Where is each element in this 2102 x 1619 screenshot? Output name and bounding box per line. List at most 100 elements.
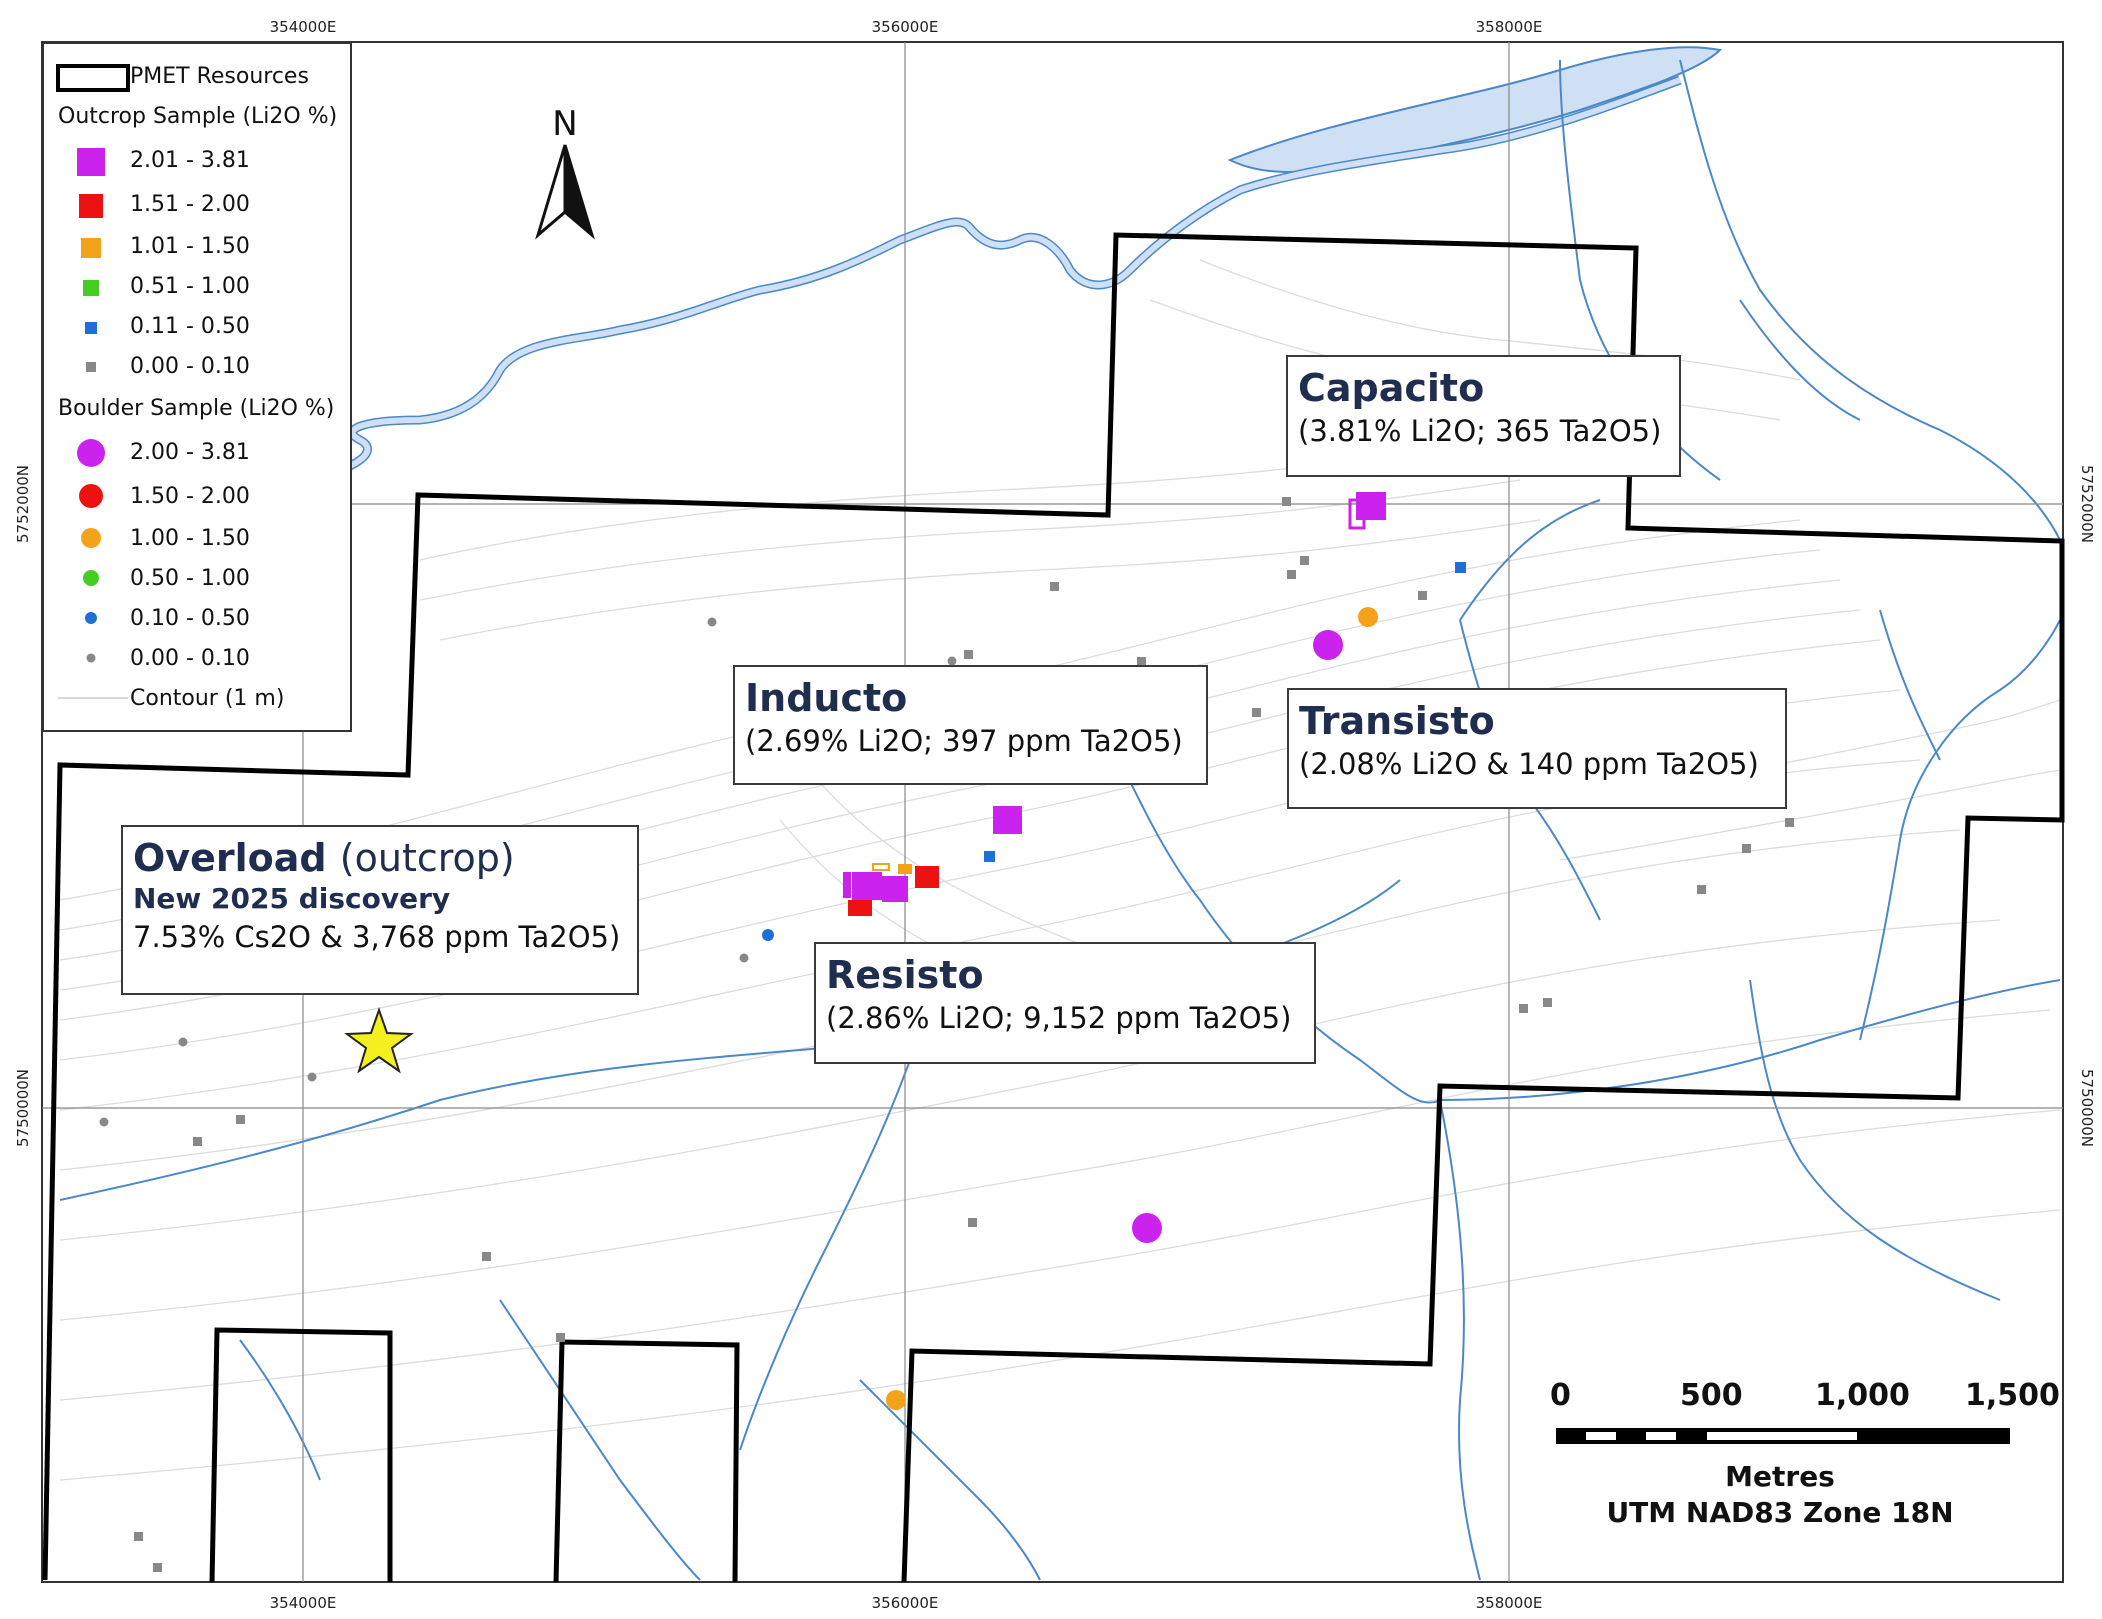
scale-tick-500: 500 (1680, 1378, 1743, 1413)
outcrop-sample (1287, 570, 1296, 579)
outcrop-sample (236, 1115, 245, 1124)
map-frame (41, 41, 2064, 1583)
pmet-property-boundary (42, 232, 2065, 1583)
outcrop-sample (556, 1333, 565, 1342)
boulder-sample (947, 656, 957, 666)
outcrop-sample (482, 1252, 491, 1261)
legend-outcrop-symbol (86, 362, 96, 372)
callout-overload-suffix: (outcrop) (339, 836, 515, 880)
grid-label-right-5752000: 5752000N (2078, 465, 2096, 543)
discovery-star-icon (344, 1006, 414, 1074)
boulder-sample (762, 929, 774, 941)
legend-outcrop-class: 0.51 - 1.00 (130, 274, 250, 299)
callout-inducto: Inducto (2.69% Li2O; 397 ppm Ta2O5) (733, 665, 1208, 785)
callout-overload-name: Overload (outcrop) (133, 835, 625, 881)
outcrop-sample (1697, 885, 1706, 894)
scale-units-label: Metres (1725, 1460, 1835, 1493)
legend-boulder-class: 0.00 - 0.10 (130, 646, 250, 671)
scale-tick-1000: 1,000 (1815, 1378, 1910, 1413)
legend-boulder-symbol (85, 612, 97, 624)
outcrop-sample (193, 1137, 202, 1146)
grid-label-bottom-358000: 358000E (1476, 1594, 1543, 1612)
callout-inducto-detail: (2.69% Li2O; 397 ppm Ta2O5) (745, 724, 1183, 758)
north-arrow-label: N (552, 104, 577, 144)
outcrop-sample (1300, 556, 1309, 565)
outcrop-sample (843, 872, 851, 898)
legend-boulder-symbol (81, 528, 101, 548)
callout-overload-discovery: New 2025 discovery (133, 882, 451, 915)
legend-outcrop-class: 1.51 - 2.00 (130, 192, 250, 217)
legend-outcrop-symbol (85, 322, 97, 334)
scale-bar-graphic (1556, 1428, 2010, 1444)
grid-labels: 354000E 356000E 358000E 354000E 356000E … (14, 18, 2096, 1612)
callout-capacito-detail: (3.81% Li2O; 365 Ta2O5) (1298, 414, 1662, 448)
callout-capacito: Capacito (3.81% Li2O; 365 Ta2O5) (1286, 355, 1681, 477)
outcrop-sample (1050, 582, 1059, 591)
boulder-sample (1132, 1213, 1162, 1243)
legend-outcrop-symbol (79, 194, 103, 218)
legend-boulder-symbol (77, 439, 105, 467)
outcrop-sample (1519, 1004, 1528, 1013)
boulder-sample (707, 617, 717, 627)
outcrop-sample (1282, 497, 1291, 506)
sample-points (99, 492, 1794, 1572)
outcrop-sample (872, 863, 890, 871)
grid-label-top-356000: 356000E (872, 18, 939, 36)
callout-resisto-detail: (2.86% Li2O; 9,152 ppm Ta2O5) (826, 1001, 1292, 1035)
boulder-sample (1358, 607, 1378, 627)
outcrop-sample (1785, 818, 1794, 827)
legend-boundary-label: PMET Resources (130, 64, 309, 89)
legend-boulder-class: 0.10 - 0.50 (130, 606, 250, 631)
callout-transisto: Transisto (2.08% Li2O & 140 ppm Ta2O5) (1287, 688, 1787, 809)
outcrop-sample (993, 806, 1022, 834)
scale-tick-0: 0 (1550, 1378, 1571, 1413)
callout-transisto-name: Transisto (1299, 699, 1495, 743)
north-arrow-icon: N (535, 104, 595, 240)
outcrop-sample (984, 851, 995, 862)
outcrop-sample (964, 650, 973, 659)
outcrop-sample (882, 876, 908, 902)
boulder-sample (307, 1072, 317, 1082)
legend-boulder-header: Boulder Sample (Li2O %) (58, 396, 335, 421)
grid-label-right-5750000: 5750000N (2078, 1069, 2096, 1147)
callout-inducto-name: Inducto (745, 676, 908, 720)
scale-bar: 0 500 1,000 1,500 Metres UTM NAD83 Zone … (1550, 1378, 2060, 1538)
outcrop-sample (848, 900, 872, 916)
legend-outcrop-class: 1.01 - 1.50 (130, 234, 250, 259)
legend-outcrop-class: 2.01 - 3.81 (130, 148, 250, 173)
outcrop-sample (968, 1218, 977, 1227)
boulder-sample (1313, 630, 1343, 660)
grid-label-top-354000: 354000E (270, 18, 337, 36)
grid-label-left-5750000: 5750000N (14, 1069, 32, 1147)
boulder-sample (739, 953, 749, 963)
outcrop-sample (1418, 591, 1427, 600)
boulder-sample (178, 1037, 188, 1047)
legend-boundary-symbol (56, 64, 130, 92)
map-legend: PMET Resources Outcrop Sample (Li2O %) 2… (42, 42, 352, 732)
callout-resisto-name: Resisto (826, 953, 984, 997)
legend-outcrop-header: Outcrop Sample (Li2O %) (58, 104, 338, 129)
grid-label-bottom-354000: 354000E (270, 1594, 337, 1612)
outcrop-sample (1252, 708, 1261, 717)
callout-resisto: Resisto (2.86% Li2O; 9,152 ppm Ta2O5) (814, 942, 1316, 1064)
callout-capacito-name: Capacito (1298, 366, 1485, 410)
outcrop-sample (1742, 844, 1751, 853)
scale-tick-1500: 1,500 (1965, 1378, 2060, 1413)
outcrop-sample (898, 864, 912, 874)
outcrop-sample (1348, 498, 1366, 530)
grid-label-bottom-356000: 356000E (872, 1594, 939, 1612)
grid-label-left-5752000: 5752000N (14, 465, 32, 543)
grid-label-top-358000: 358000E (1476, 18, 1543, 36)
legend-boulder-class: 0.50 - 1.00 (130, 566, 250, 591)
legend-boulder-class: 1.00 - 1.50 (130, 526, 250, 551)
legend-outcrop-class: 0.00 - 0.10 (130, 354, 250, 379)
callout-overload-detail: 7.53% Cs2O & 3,768 ppm Ta2O5) (133, 920, 621, 954)
outcrop-sample (1543, 998, 1552, 1007)
outcrop-sample (915, 866, 939, 888)
outcrop-sample (852, 872, 882, 900)
outcrop-sample (134, 1532, 143, 1541)
legend-boulder-symbol (86, 653, 96, 663)
outcrop-sample (153, 1563, 162, 1572)
legend-symbols (56, 64, 130, 699)
